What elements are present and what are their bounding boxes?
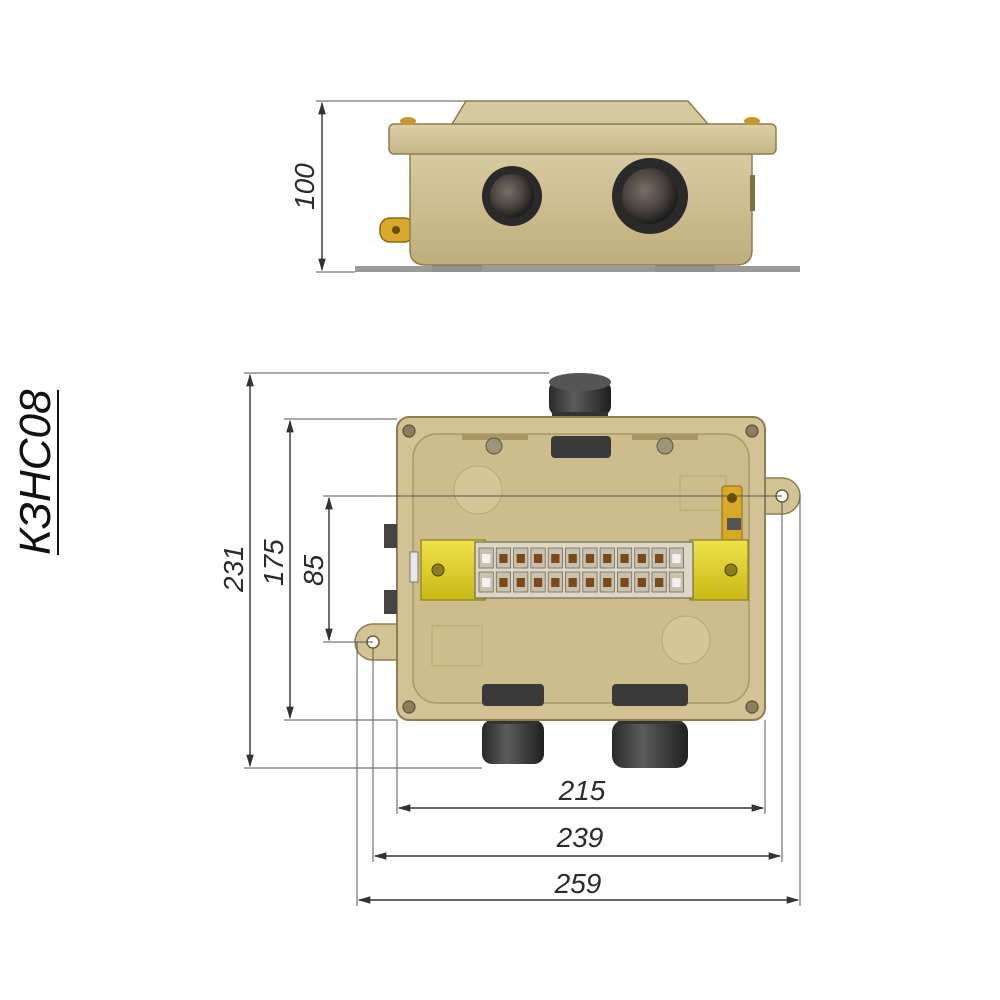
rail-end-right-screw (724, 563, 738, 577)
inner-fastener-top-right (656, 437, 674, 455)
inner-gland-bottom-right (612, 684, 688, 706)
side-screw-right (744, 117, 760, 125)
terminal-screw (672, 578, 681, 587)
terminal-screw (533, 554, 543, 563)
terminal-screw (585, 554, 595, 563)
side-gland-large-inner (622, 168, 678, 224)
inner-entry-top-left (462, 434, 528, 440)
terminal-screw (603, 554, 612, 563)
terminal-screw (482, 554, 491, 563)
dimension-mount-spacing: 85 (298, 495, 782, 643)
terminal-screw (482, 578, 491, 587)
corner-screw-tl (402, 424, 416, 438)
terminal-screw (620, 554, 629, 563)
ground-terminal-screw (727, 493, 737, 503)
inner-gland-top (551, 436, 611, 458)
terminal-screw (499, 554, 508, 563)
terminal-screw (568, 554, 577, 563)
gland-bottom-right-body (612, 720, 688, 768)
terminal-screw (516, 554, 525, 563)
cavity-pad-bl (431, 625, 483, 667)
dimension-mount-spacing-label: 85 (298, 554, 329, 586)
terminal-screw (533, 578, 543, 587)
dimension-total-length: 231 (218, 372, 549, 769)
terminal-screw (672, 554, 681, 563)
dimension-body-width: 215 (396, 720, 766, 814)
dimension-height: 100 (289, 100, 466, 273)
terminal-screw (637, 578, 646, 587)
terminal-screw (551, 554, 560, 563)
terminal-screw (585, 578, 595, 587)
terminal-screw (620, 578, 629, 587)
dimension-body-width-label: 215 (558, 775, 606, 806)
terminal-screw (516, 578, 525, 587)
terminal-screw (568, 578, 577, 587)
rail-end-right (689, 539, 749, 601)
ground-terminal-clamp (727, 518, 741, 530)
side-base-strip (355, 266, 800, 272)
inner-fastener-top-left (485, 437, 503, 455)
terminal-screw (603, 578, 612, 587)
terminal-screw (499, 578, 508, 587)
side-screw-left (400, 117, 416, 125)
cavity-boss-tl (453, 465, 503, 515)
dimension-total-length-label: 231 (218, 545, 249, 593)
side-lid-top (450, 100, 710, 125)
side-mount-hole (392, 226, 400, 234)
dimension-body-length: 175 (258, 418, 397, 721)
corner-screw-br (745, 700, 759, 714)
rail-clip-left (409, 551, 419, 583)
dimension-mount-width: 239 (372, 502, 783, 862)
corner-screw-tr (745, 424, 759, 438)
terminal-screw (655, 554, 664, 563)
gland-top-cap (549, 373, 611, 391)
rail-end-left-screw (431, 563, 445, 577)
gland-bottom-left-body (482, 720, 544, 764)
terminal-screw (655, 578, 664, 587)
terminal-screw (637, 554, 646, 563)
model-name: КЗНС08 (11, 389, 60, 555)
dimension-mount-width-label: 239 (556, 822, 604, 853)
terminal-strip (478, 547, 684, 593)
cavity-boss-br (661, 615, 711, 665)
side-fitting-upper (384, 524, 397, 548)
top-view (354, 373, 801, 768)
side-lid-rim (388, 123, 777, 155)
inner-entry-top-right (632, 434, 698, 440)
side-fitting-lower (384, 590, 397, 614)
terminal-screw (551, 578, 560, 587)
dimension-total-width-label: 259 (554, 868, 602, 899)
dimension-body-length-label: 175 (258, 539, 289, 586)
dimension-height-label: 100 (289, 163, 320, 210)
side-view (355, 100, 800, 272)
side-right-detail (750, 175, 755, 211)
inner-gland-bottom-left (482, 684, 544, 706)
model-label: КЗНС08 (11, 389, 60, 555)
dimension-total-width: 259 (356, 496, 801, 906)
side-gland-small-inner (490, 174, 534, 218)
side-body (409, 149, 753, 266)
corner-screw-bl (402, 700, 416, 714)
